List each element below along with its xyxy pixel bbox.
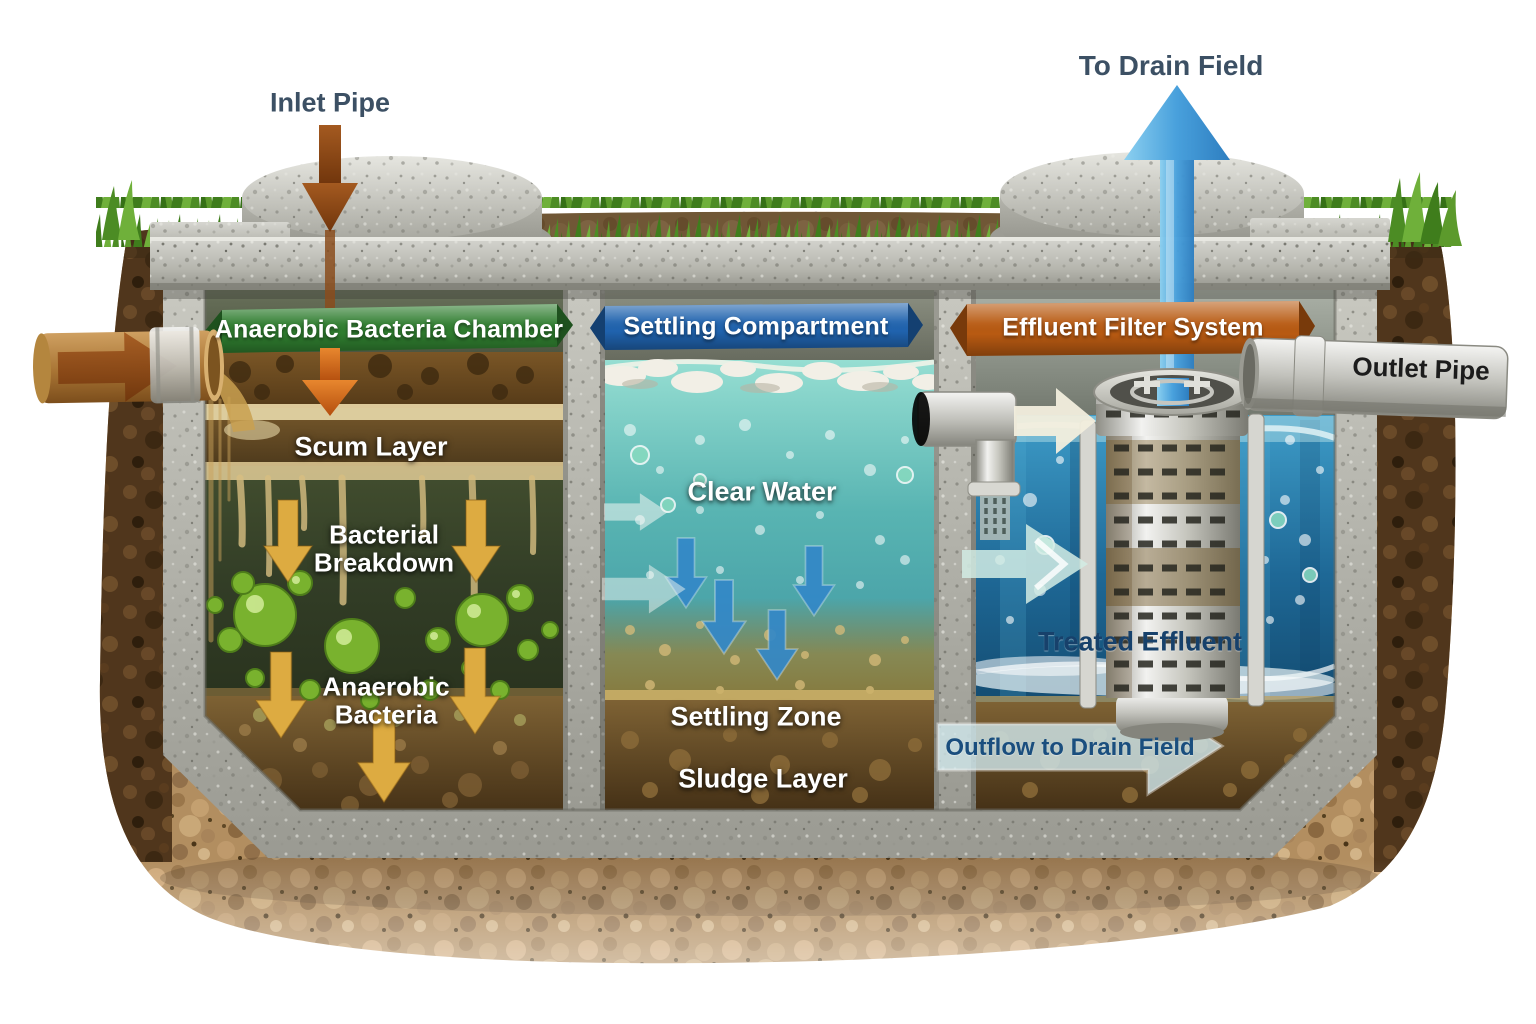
inlet-down-arrow (302, 348, 358, 416)
settling-zone-label: Settling Zone (670, 701, 842, 732)
to-drain-field-label: To Drain Field (1078, 50, 1264, 81)
transfer-pipe (912, 391, 1021, 540)
outlet-pipe-label: Outlet Pipe (1351, 351, 1491, 386)
banner-label-effluent: Effluent Filter System (1002, 313, 1264, 342)
banner-effluent (950, 301, 1315, 356)
effluent-filter (1079, 368, 1265, 741)
grass-right-tuft (1388, 172, 1462, 246)
inlet-pipe (33, 326, 256, 433)
divider-wall-left (563, 290, 605, 812)
treated-effluent-label: Treated Effluent (1037, 626, 1243, 657)
bacterial-breakdown-label: Bacterial Breakdown (313, 519, 455, 577)
scum-layer-label: Scum Layer (294, 431, 448, 462)
inlet-pipe-label: Inlet Pipe (269, 87, 391, 118)
outflow-label: Outflow to Drain Field (945, 734, 1195, 761)
sludge-layer-label: Sludge Layer (678, 763, 848, 794)
inlet-top-arrow (302, 125, 358, 232)
banner-settling (590, 303, 923, 350)
flow-arrows (255, 125, 1096, 804)
surface-foam (605, 359, 934, 393)
effluent-in-arrow (1014, 388, 1096, 454)
banner-anaerobic (204, 304, 573, 353)
clear-water-label: Clear Water (687, 476, 837, 507)
chamber-settling (605, 290, 934, 812)
banner-label-settling: Settling Compartment (623, 312, 889, 341)
anaerobic-bacteria-label: Anaerobic Bacteria (322, 671, 450, 729)
effluent-mid-arrow (962, 524, 1088, 604)
banner-label-anaerobic: Anaerobic Bacteria Chamber (214, 315, 564, 344)
tank-body (163, 290, 1377, 858)
outlet-pipe (1238, 335, 1509, 420)
inlet-stream (325, 230, 335, 316)
